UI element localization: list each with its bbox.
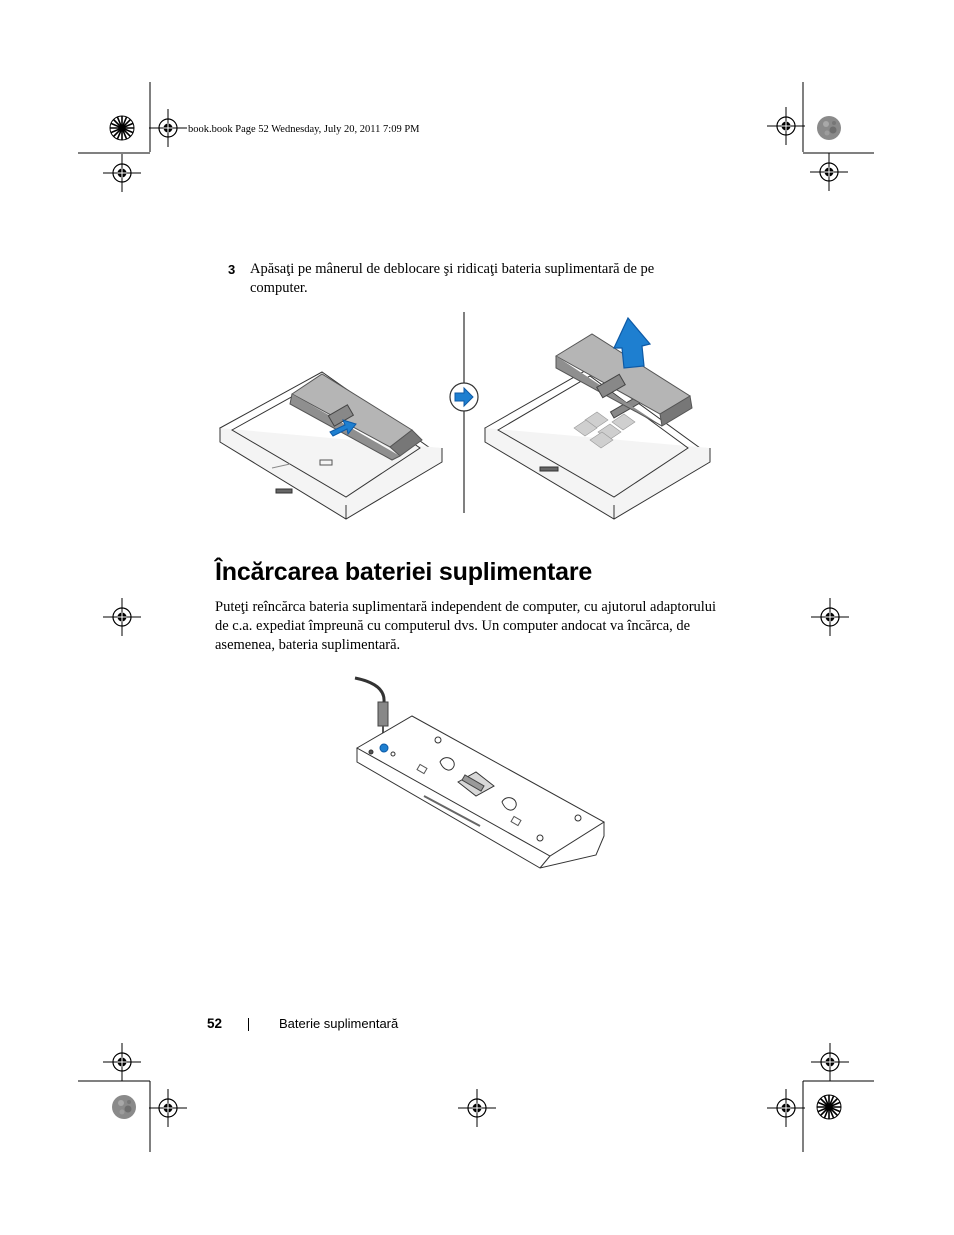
next-step-arrow-icon xyxy=(449,382,479,412)
registration-mark-top-left xyxy=(78,82,188,193)
print-slug-header: book.book Page 52 Wednesday, July 20, 20… xyxy=(188,124,420,135)
registration-mark-mid-right xyxy=(810,597,850,637)
registration-mark-top-right xyxy=(766,82,874,192)
footer-chapter-title: Baterie suplimentară xyxy=(279,1016,399,1031)
registration-mark-bottom-left xyxy=(78,1042,188,1152)
registration-mark-bottom-center xyxy=(457,1088,497,1128)
battery-removal-illustration xyxy=(219,312,711,520)
laptop-with-battery-removed xyxy=(484,316,711,520)
step-number: 3 xyxy=(228,262,236,277)
laptop-with-battery-attached xyxy=(219,371,443,520)
page-number: 52 xyxy=(207,1016,223,1031)
section-heading: Încărcarea bateriei suplimentare xyxy=(215,558,593,586)
registration-mark-bottom-right xyxy=(766,1042,874,1152)
adapter-plug xyxy=(377,701,389,727)
section-body-paragraph: Puteţi reîncărca bateria suplimentară in… xyxy=(215,599,717,653)
step-instruction: Apăsaţi pe mânerul de deblocare şi ridic… xyxy=(250,261,655,296)
registration-mark-mid-left xyxy=(102,597,142,637)
battery-charging-illustration xyxy=(354,676,605,869)
footer-separator xyxy=(248,1018,249,1031)
